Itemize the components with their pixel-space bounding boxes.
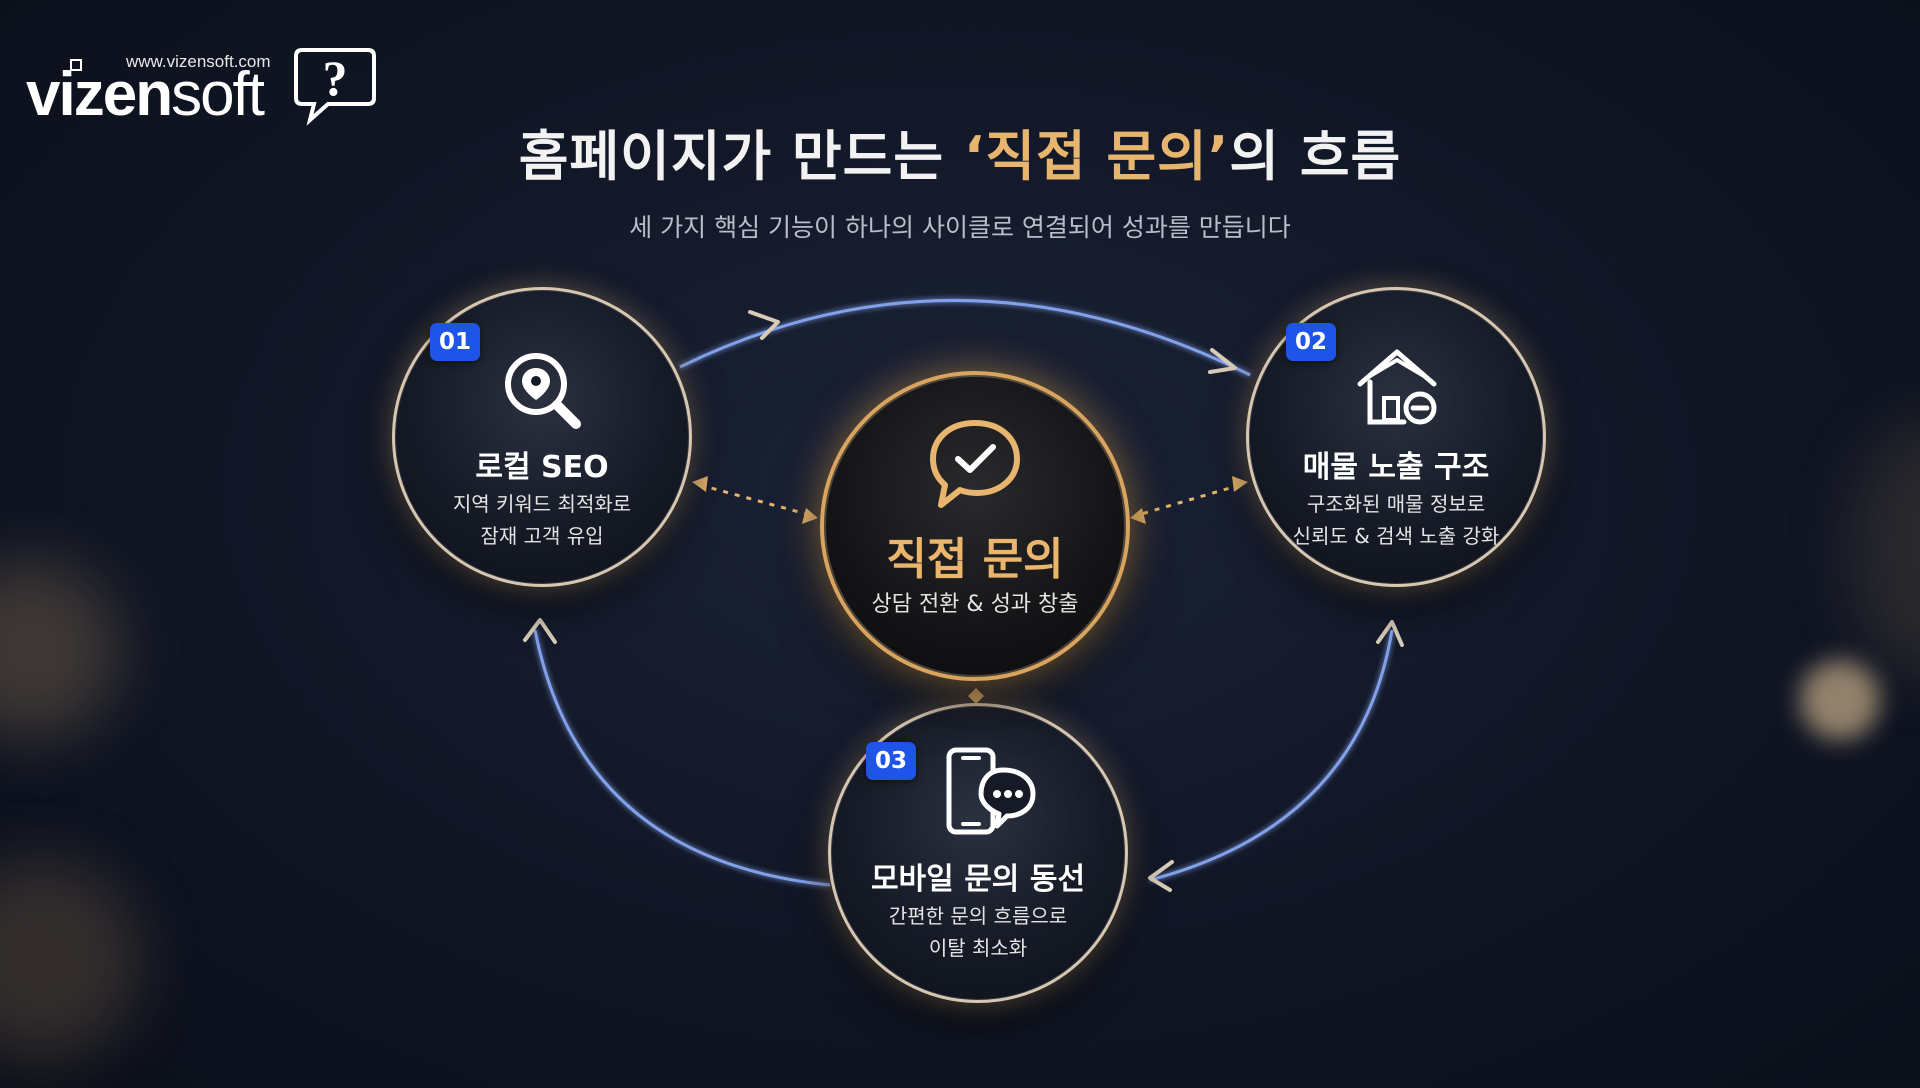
node-desc-line: 간편한 문의 흐름으로	[888, 904, 1068, 928]
node-desc-line: 잠재 고객 유입	[480, 524, 604, 548]
logo-dot	[70, 59, 82, 71]
arrow-head	[692, 476, 708, 492]
arrow-head	[1232, 476, 1248, 492]
center-title: 직접 문의	[886, 534, 1064, 585]
step-badge: 01	[430, 323, 480, 361]
node-desc-line: 이탈 최소화	[928, 936, 1028, 960]
node-desc-line: 신뢰도 & 검색 노출 강화	[1292, 524, 1500, 548]
svg-text:?: ?	[323, 50, 348, 106]
flow-arc-2-to-3	[1149, 629, 1394, 882]
question-bubble-icon: ?	[294, 48, 376, 126]
node-title: 모바일 문의 동선	[870, 862, 1086, 897]
arrow-head	[1148, 860, 1174, 892]
step-badge: 03	[866, 742, 916, 780]
connector-diamond	[968, 688, 984, 704]
dotted-link-2-center	[1137, 483, 1241, 517]
arrow-head	[1208, 348, 1237, 374]
page-title: 홈페이지가 만드는 ‘직접 문의’의 흐름	[518, 125, 1402, 188]
dotted-link-1-center	[699, 483, 811, 517]
arrow-head	[748, 310, 780, 340]
node-direct-inquiry[interactable]: 직접 문의 상담 전환 & 성과 창출	[820, 371, 1130, 681]
logo-wordmark: vizensoft	[26, 60, 265, 129]
step-badge: 02	[1286, 323, 1336, 361]
chat-check-icon	[930, 420, 1020, 508]
arrow-head	[802, 508, 818, 524]
search-location-icon	[505, 353, 581, 429]
vizensoft-logo[interactable]: www.vizensoft.com vizensoft ?	[26, 44, 386, 134]
logo-url: www.vizensoft.com	[126, 52, 271, 71]
page-subtitle: 세 가지 핵심 기능이 하나의 사이클로 연결되어 성과를 만듭니다	[629, 213, 1291, 242]
house-minus-icon	[1357, 349, 1437, 425]
node-title: 매물 노출 구조	[1302, 450, 1490, 485]
arrow-head	[1130, 508, 1146, 524]
flow-arc-1-to-2	[679, 298, 1251, 377]
mobile-chat-icon	[946, 747, 1036, 835]
center-desc: 상담 전환 & 성과 창출	[871, 592, 1079, 617]
arrow-head	[523, 618, 557, 644]
flow-arc-3-to-1	[533, 629, 831, 887]
node-desc-line: 지역 키워드 최적화로	[452, 492, 632, 516]
node-title: 로컬 SEO	[475, 450, 609, 485]
node-desc-line: 구조화된 매물 정보로	[1306, 492, 1486, 516]
arrow-head	[1376, 620, 1404, 647]
